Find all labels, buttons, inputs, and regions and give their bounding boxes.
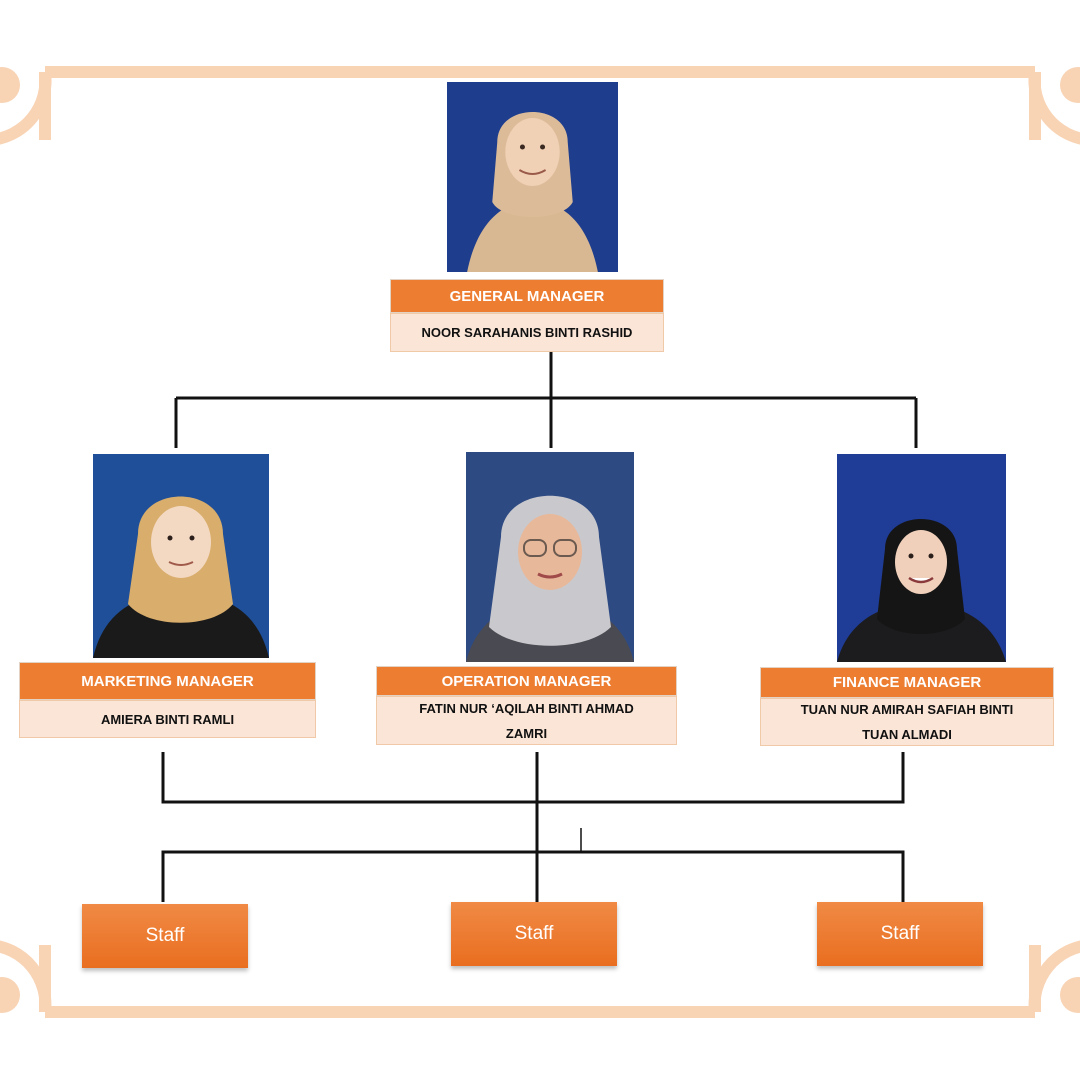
finance-manager-name-line1: TUAN NUR AMIRAH SAFIAH BINTI	[800, 702, 1014, 717]
marketing-manager-photo	[93, 454, 269, 658]
staff-box-2: Staff	[451, 902, 617, 966]
marketing-manager-name: AMIERA BINTI RAMLI	[19, 700, 316, 738]
operation-manager-name-line2: ZAMRI	[505, 725, 548, 741]
finance-manager-name-line2: TUAN ALMADI	[862, 727, 952, 742]
staff-box-1: Staff	[82, 904, 248, 968]
finance-manager-name: TUAN NUR AMIRAH SAFIAH BINTI TUAN ALMADI	[760, 698, 1054, 746]
general-manager-name: NOOR SARAHANIS BINTI RASHID	[390, 313, 664, 352]
operation-manager-title: OPERATION MANAGER	[376, 666, 677, 696]
operation-manager-name: FATIN NUR ‘AQILAH BINTI AHMAD ZAMRI	[376, 696, 677, 745]
finance-manager-title: FINANCE MANAGER	[760, 667, 1054, 698]
marketing-manager-title: MARKETING MANAGER	[19, 662, 316, 700]
operation-manager-photo	[466, 452, 634, 662]
general-manager-photo	[447, 82, 618, 272]
general-manager-title: GENERAL MANAGER	[390, 279, 664, 313]
operation-manager-name-line1: FATIN NUR ‘AQILAH BINTI AHMAD	[419, 700, 634, 716]
finance-manager-photo	[837, 454, 1006, 662]
staff-box-3: Staff	[817, 902, 983, 966]
